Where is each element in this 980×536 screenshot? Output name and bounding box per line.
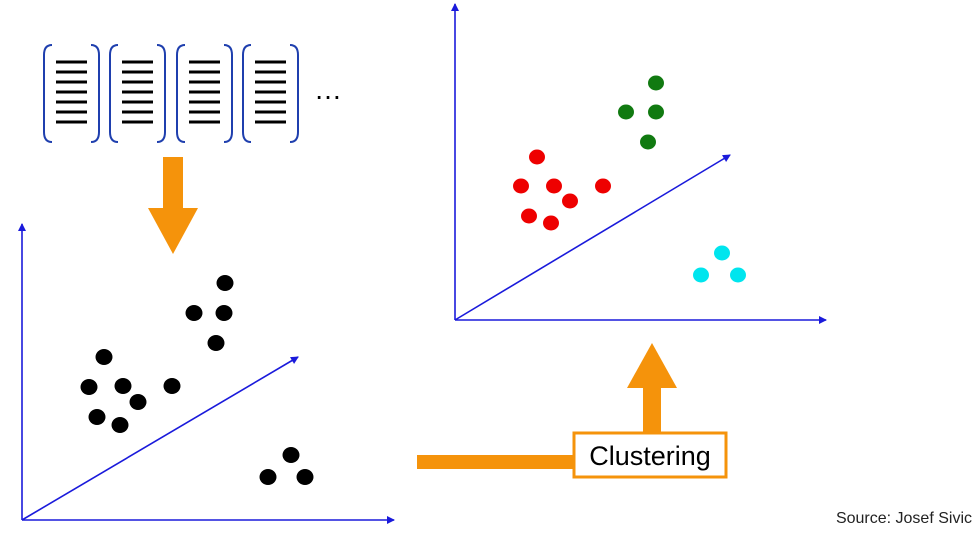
source-credit: Source: Josef Sivic [835,510,972,527]
cluster-green-point [648,75,664,91]
left-bracket [43,44,53,143]
clustered-plot-axes [451,3,827,324]
document-vector [242,44,299,143]
data-point [129,394,147,410]
document-vector [109,44,166,143]
document-vectors [43,44,299,143]
right-bracket [90,44,100,143]
cluster-green-point [618,104,634,120]
data-point [259,469,277,485]
right-bracket [289,44,299,143]
left-bracket [109,44,119,143]
data-point [216,275,234,291]
down-arrow [148,157,198,254]
cluster-green-point [648,104,664,120]
right-bracket [156,44,166,143]
horizontal-arrow-shaft [417,455,575,469]
data-point [282,447,300,463]
data-point [111,417,129,433]
data-point [185,305,203,321]
more-documents-ellipsis: … [314,74,344,105]
document-vector [176,44,233,143]
data-point [163,378,181,394]
cluster-red-point [543,215,559,231]
document-vector [43,44,100,143]
cluster-red-point [513,178,529,194]
left-bracket [176,44,186,143]
data-point [215,305,233,321]
left-bracket [242,44,252,143]
cluster-red-point [529,149,545,165]
data-point [114,378,132,394]
up-arrow [627,343,677,433]
cluster-cyan-point [730,267,746,283]
cluster-red-point [595,178,611,194]
data-point [88,409,106,425]
cluster-red-point [521,208,537,224]
cluster-red-point [562,193,578,209]
cluster-green-point [640,134,656,150]
unclustered-points [80,275,314,485]
data-point [80,379,98,395]
data-point [207,335,225,351]
cluster-cyan-point [693,267,709,283]
data-point [95,349,113,365]
clustering-box: Clustering [572,431,728,479]
right-bracket [223,44,233,143]
clustered-points [513,75,746,283]
cluster-red-point [546,178,562,194]
clustering-label: Clustering [589,441,711,471]
cluster-cyan-point [714,245,730,261]
unclustered-plot-axes [18,223,395,524]
data-point [296,469,314,485]
